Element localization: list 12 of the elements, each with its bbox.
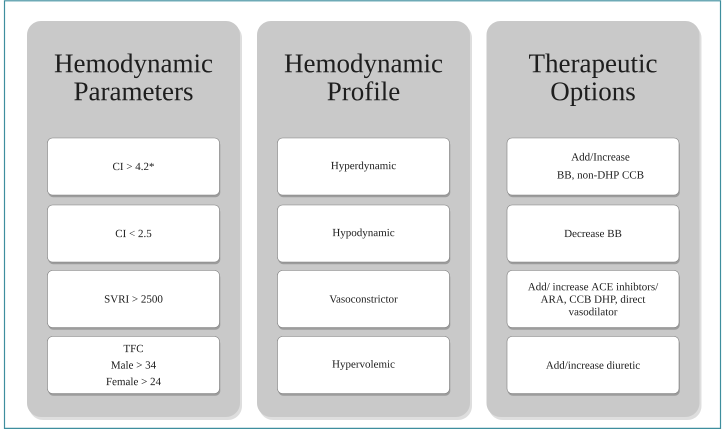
profile-box: Hypodynamic — [277, 204, 450, 264]
parameter-box: TFC Male > 34 Female > 24 — [47, 336, 220, 396]
parameter-box: CI > 4.2* — [47, 138, 220, 198]
option-box: Add/increase diuretic — [506, 336, 680, 396]
profile-box: Hypervolemic — [277, 336, 450, 396]
parameter-box: SVRI > 2500 — [47, 270, 220, 330]
parameter-box: CI < 2.5 — [47, 204, 220, 264]
profile-box: Hyperdynamic — [277, 138, 450, 198]
option-box: Add/Increase BB, non-DHP CCB — [506, 138, 680, 198]
profile-box: Vasoconstrictor — [277, 270, 450, 330]
option-box: Add/ increase ACE inhibtors/ ARA, CCB DHP, direct vasodilator — [506, 270, 680, 330]
option-box: Decrease BB — [506, 204, 680, 264]
